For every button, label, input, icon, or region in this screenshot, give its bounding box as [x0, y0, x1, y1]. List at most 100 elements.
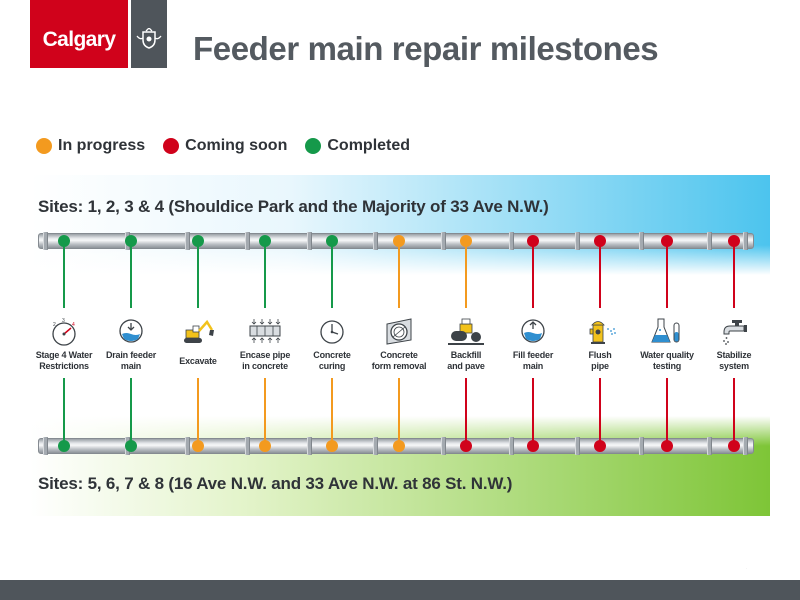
excavator-icon: [180, 316, 216, 346]
pipe-joint: [743, 232, 748, 250]
pipe-joint: [185, 232, 190, 250]
legend-item-completed: Completed: [305, 137, 410, 155]
status-dot-bottom-coming-soon: [594, 440, 606, 452]
pipe-joint: [639, 232, 644, 250]
status-dot-bottom-coming-soon: [728, 440, 740, 452]
connector-line-bottom: [666, 378, 668, 446]
milestone-label-line: in concrete: [242, 361, 288, 371]
pipe-joint: [307, 437, 312, 455]
milestone-label-line: Stabilize: [716, 350, 752, 360]
connector-line-bottom: [599, 378, 601, 446]
milestone-label-line: Flush: [588, 350, 612, 360]
legend-dot: [36, 138, 52, 154]
pipe-joint: [639, 437, 644, 455]
pipe-joint: [43, 232, 48, 250]
milestone-label-line: Backfill: [450, 350, 482, 360]
pipe-joint: [245, 437, 250, 455]
legend-label: Coming soon: [185, 137, 288, 154]
connector-line-top: [398, 241, 400, 308]
milestone-label-line: Encase pipe: [239, 350, 291, 360]
connector-line-bottom: [465, 378, 467, 446]
faucet-icon: [716, 316, 752, 346]
svg-text:2: 2: [53, 322, 56, 328]
pipe-section-icon: [381, 316, 417, 346]
pipe-encase-icon: [247, 316, 283, 346]
legend: In progress Coming soon Completed: [36, 136, 428, 156]
status-dot-bottom-in-progress: [393, 440, 405, 452]
status-dot-bottom-in-progress: [326, 440, 338, 452]
milestone-label-line: and pave: [447, 361, 485, 371]
legend-dot: [305, 138, 322, 154]
pipe-joint: [373, 232, 378, 250]
page-title: Feeder main repair milestones: [193, 30, 659, 67]
status-dot-top-in-progress: [460, 235, 472, 247]
status-dot-top-completed: [259, 235, 271, 247]
sites-top-band: [30, 175, 770, 275]
pipe-joint: [43, 437, 48, 455]
legend-dot: [163, 138, 180, 154]
sites-bottom-label: Sites: 5, 6, 7 & 8 (16 Ave N.W. and 33 A…: [38, 474, 513, 493]
milestone-label-line: form removal: [371, 361, 427, 371]
connector-line-top: [130, 241, 132, 308]
status-dot-top-coming-soon: [527, 235, 539, 247]
connector-line-top: [264, 241, 266, 308]
milestone-label-line: main: [522, 361, 544, 371]
status-dot-bottom-coming-soon: [527, 440, 539, 452]
connector-line-top: [331, 241, 333, 308]
milestone-label-line: Concrete: [313, 350, 351, 360]
logo-wordmark: Calgary: [42, 28, 116, 51]
status-dot-bottom-in-progress: [192, 440, 204, 452]
connector-line-top: [465, 241, 467, 308]
sites-bottom-band: [30, 416, 770, 516]
connector-line-bottom: [733, 378, 735, 446]
connector-line-bottom: [264, 378, 266, 446]
calgary-logo: Calgary: [30, 0, 128, 68]
svg-text:4: 4: [72, 322, 75, 328]
milestone-label-line: Water quality: [640, 350, 694, 360]
pipe-joint: [575, 232, 580, 250]
status-dot-bottom-coming-soon: [460, 440, 472, 452]
milestone-label-line: main: [120, 361, 142, 371]
fine-print: ·: [746, 566, 747, 570]
lab-flask-icon: [649, 316, 685, 346]
legend-label: In progress: [58, 137, 146, 154]
pipe-joint: [575, 437, 580, 455]
status-dot-top-completed: [326, 235, 338, 247]
svg-text:3: 3: [62, 318, 65, 324]
pipe-joint: [373, 437, 378, 455]
milestone-label: Excavate: [160, 356, 236, 367]
milestone-label-line: Stage 4 Water: [35, 350, 93, 360]
clock-icon: [314, 316, 350, 346]
footer-bar: [0, 580, 800, 600]
connector-line-top: [532, 241, 534, 308]
pipe-bottom: [38, 437, 754, 455]
crest-icon: [131, 0, 167, 68]
connector-line-top: [63, 241, 65, 308]
pipe-joint: [245, 232, 250, 250]
connector-line-top: [197, 241, 199, 308]
connector-line-top: [599, 241, 601, 308]
milestone-label-line: testing: [652, 361, 682, 371]
pipe-joint: [307, 232, 312, 250]
connector-line-top: [733, 241, 735, 308]
status-dot-top-coming-soon: [661, 235, 673, 247]
drain-icon: [113, 316, 149, 346]
milestone-label-line: pipe: [591, 361, 609, 371]
pipe-joint: [509, 437, 514, 455]
hydrant-icon: [582, 316, 618, 346]
milestone-label-line: Drain feeder: [105, 350, 157, 360]
status-dot-bottom-coming-soon: [661, 440, 673, 452]
connector-line-bottom: [63, 378, 65, 446]
legend-label: Completed: [327, 137, 411, 154]
milestone-label-line: Fill feeder: [512, 350, 554, 360]
status-dot-top-in-progress: [393, 235, 405, 247]
